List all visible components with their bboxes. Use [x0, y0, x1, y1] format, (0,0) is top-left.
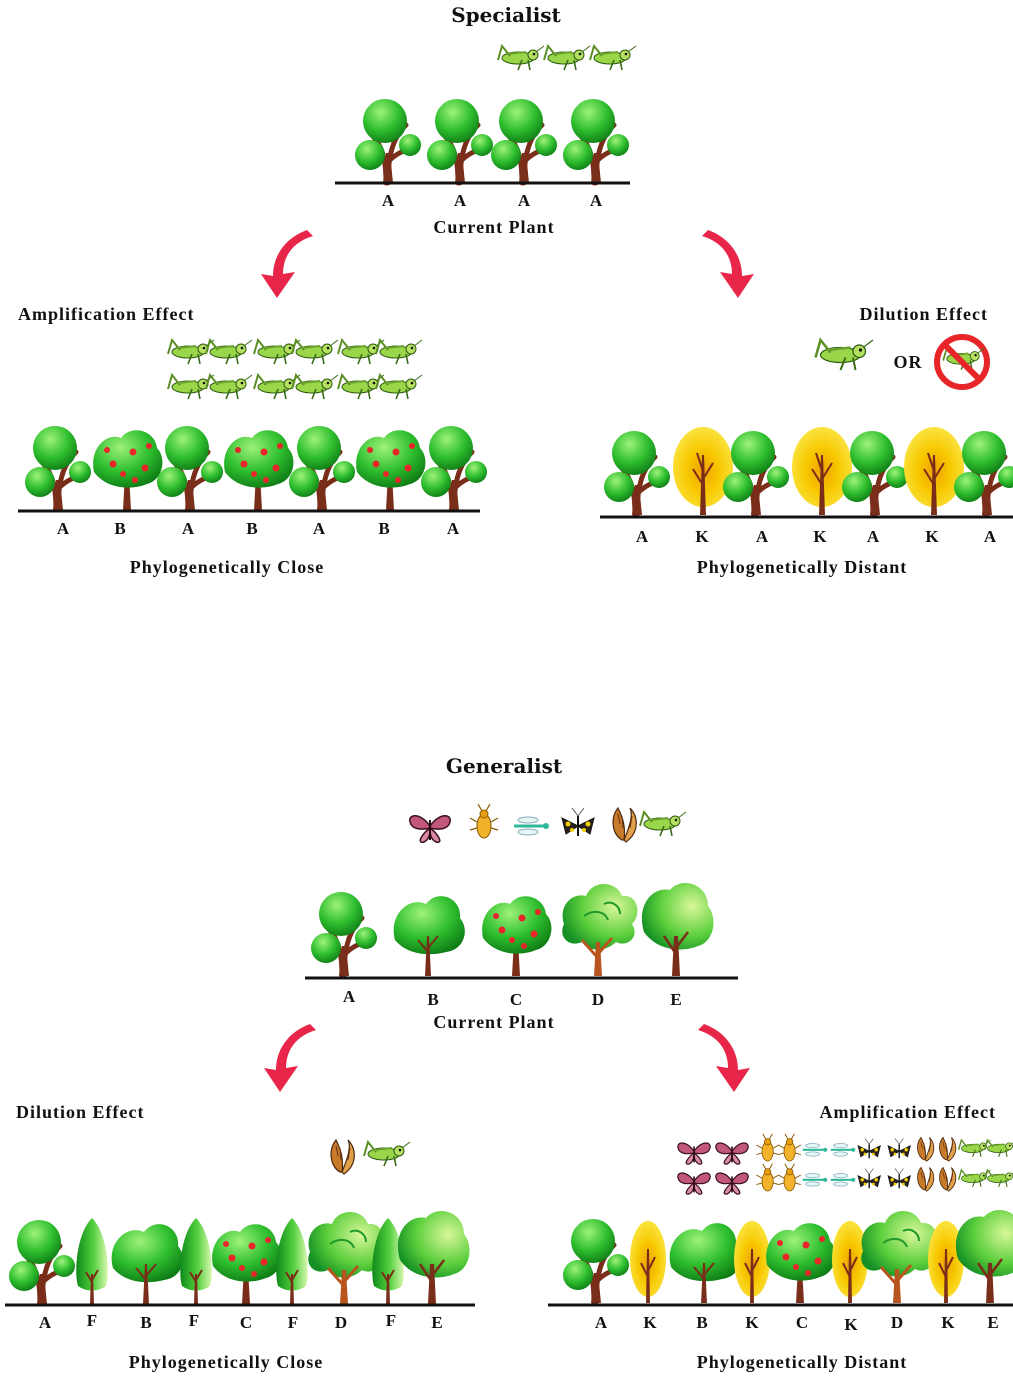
plant-letter: K: [844, 1315, 858, 1334]
plant-letter: A: [756, 527, 769, 546]
arrow-right: [698, 1024, 750, 1092]
effect-label: Amplification Effect: [18, 304, 194, 324]
plant-letter: B: [696, 1313, 707, 1332]
close-plants-row: [25, 426, 487, 510]
plant-letter: A: [313, 519, 326, 538]
plant-letter: K: [643, 1313, 657, 1332]
plant-letter: F: [189, 1311, 199, 1330]
orange-butterfly-icon: [612, 807, 637, 843]
arrow-left: [261, 230, 313, 298]
current-plant-caption: Current Plant: [433, 217, 554, 237]
no-grasshopper-icon: [934, 334, 990, 390]
plant-letter: D: [592, 990, 604, 1009]
plant-letter: C: [240, 1313, 252, 1332]
grasshopper-icon: [639, 811, 687, 837]
arrow-left: [264, 1024, 316, 1092]
dragonfly-icon: [512, 815, 551, 837]
plant-letter: D: [891, 1313, 903, 1332]
plant-letter: F: [87, 1311, 97, 1330]
generalist-title: Generalist: [446, 754, 563, 778]
plant-letter: F: [386, 1311, 396, 1330]
moth-icon: [561, 807, 595, 837]
plant-letter: A: [518, 191, 531, 210]
close-caption: Phylogenetically Close: [130, 557, 324, 577]
plant-letter: B: [114, 519, 125, 538]
specialist-current-plants: [355, 99, 629, 183]
tree-a: [563, 99, 629, 183]
plant-letter: B: [140, 1313, 151, 1332]
grasshopper-icon: [497, 45, 545, 71]
tree-a: [491, 99, 557, 183]
plant-letter: D: [335, 1313, 347, 1332]
plant-letter: K: [695, 527, 709, 546]
beetle-icon: [469, 803, 499, 839]
effect-label: Amplification Effect: [820, 1102, 996, 1122]
amplified-herbivores: [677, 1133, 1013, 1196]
grasshopper-icon: [814, 338, 875, 372]
plant-letter: F: [288, 1313, 298, 1332]
grasshopper-icon: [543, 45, 591, 71]
plant-letter: K: [745, 1313, 759, 1332]
plant-letter: C: [510, 990, 522, 1009]
tree-a: [355, 99, 421, 183]
diluted-herbivores: [330, 1139, 411, 1175]
distant-plants-row: [604, 426, 1013, 515]
generalist-current-plants: [311, 881, 715, 976]
plant-letter: A: [867, 527, 880, 546]
plant-letter: A: [595, 1313, 608, 1332]
butterfly-icon: [408, 814, 452, 844]
plant-letter: E: [670, 990, 681, 1009]
or-label: OR: [894, 352, 923, 372]
effect-label: Dilution Effect: [16, 1102, 144, 1122]
specialist-title: Specialist: [451, 3, 561, 27]
distant-caption: Phylogenetically Distant: [697, 1352, 908, 1372]
tree-a: [427, 99, 493, 183]
arrow-right: [702, 230, 754, 298]
current-plant-caption: Current Plant: [433, 1012, 554, 1032]
plant-letter: A: [984, 527, 997, 546]
plant-letter: B: [246, 519, 257, 538]
distant-caption: Phylogenetically Distant: [697, 557, 908, 577]
plant-letter: A: [590, 191, 603, 210]
amplified-herbivores: [167, 339, 423, 400]
plant-letter: A: [454, 191, 467, 210]
plant-letter: K: [813, 527, 827, 546]
close-plants-row: [9, 1209, 471, 1304]
plant-letter: C: [796, 1313, 808, 1332]
plant-letter: A: [636, 527, 649, 546]
plant-letter: A: [182, 519, 195, 538]
plant-letter: A: [57, 519, 70, 538]
plant-letter: B: [378, 519, 389, 538]
close-caption: Phylogenetically Close: [129, 1352, 323, 1372]
distant-plants-row: [563, 1208, 1013, 1303]
plant-letter: A: [343, 987, 356, 1006]
specialist-herbivores: [497, 45, 637, 71]
plant-letter: K: [925, 527, 939, 546]
generalist-herbivores: [408, 803, 687, 844]
plant-letter: K: [941, 1313, 955, 1332]
plant-letter: E: [987, 1313, 998, 1332]
grasshopper-icon: [589, 45, 637, 71]
plant-letter: A: [39, 1313, 52, 1332]
plant-letter: A: [447, 519, 460, 538]
effect-label: Dilution Effect: [860, 304, 988, 324]
plant-letter: A: [382, 191, 395, 210]
plant-letter: B: [427, 990, 438, 1009]
plant-letter: E: [431, 1313, 442, 1332]
